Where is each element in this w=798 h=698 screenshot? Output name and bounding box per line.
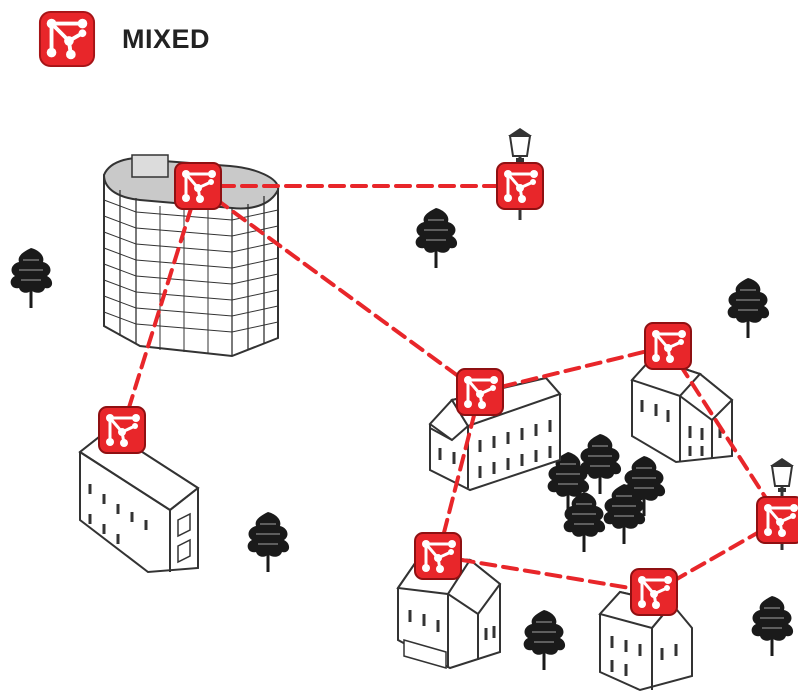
tree-icon: [751, 595, 794, 657]
mesh-link: [196, 184, 482, 394]
diagram-title: MIXED: [122, 23, 211, 54]
mesh-link: [436, 390, 482, 558]
legend-header: MIXED: [38, 10, 210, 68]
mesh-node-icon: [97, 405, 147, 455]
mesh-node-icon: [455, 367, 505, 417]
mesh-node-icon: [413, 531, 463, 581]
office-tower: [102, 154, 280, 358]
mesh-link: [666, 344, 782, 522]
tree-icon: [415, 207, 458, 269]
mesh-node-icon: [755, 495, 798, 545]
tree-icon: [247, 511, 290, 573]
mesh-node-icon: [173, 161, 223, 211]
mesh-link: [478, 344, 670, 394]
tree-icon: [10, 247, 53, 309]
tree-icon: [563, 491, 606, 553]
house-upper-right: [630, 356, 734, 464]
house-lower-right: [598, 590, 693, 692]
mesh-links: [120, 184, 782, 594]
tree-icon: [727, 277, 770, 339]
mesh-node-icon: [495, 161, 545, 211]
mesh-link: [436, 554, 656, 594]
mesh-link: [120, 184, 200, 432]
tree-icon: [523, 609, 566, 671]
mesh-network-logo-icon: [38, 10, 96, 68]
mesh-node-icon: [643, 321, 693, 371]
mesh-node-icon: [629, 567, 679, 617]
